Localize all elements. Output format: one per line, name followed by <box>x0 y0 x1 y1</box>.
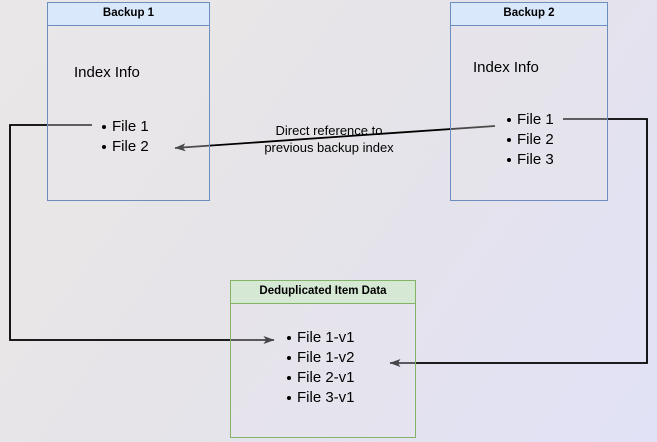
node-deduplicated-item-data-header: Deduplicated Item Data <box>231 281 415 304</box>
list-item: File 3-v1 <box>287 389 355 406</box>
node-backup-2-body: Index Info File 1 File 2 File 3 <box>451 26 607 200</box>
list-item: File 2 <box>507 131 554 148</box>
backup-2-index-info-label: Index Info <box>473 59 539 76</box>
edge-label-direct-reference: Direct reference to previous backup inde… <box>249 122 409 156</box>
edge-label-line-2: previous backup index <box>264 140 394 155</box>
list-item: File 1 <box>507 111 554 128</box>
list-item: File 1 <box>102 118 149 135</box>
dedup-file-list: File 1-v1 File 1-v2 File 2-v1 File 3-v1 <box>283 328 355 408</box>
list-item: File 2-v1 <box>287 369 355 386</box>
node-deduplicated-item-data-body: File 1-v1 File 1-v2 File 2-v1 File 3-v1 <box>231 304 415 437</box>
list-item: File 2 <box>102 138 149 155</box>
backup-2-file-list: File 1 File 2 File 3 <box>503 110 554 170</box>
node-deduplicated-item-data[interactable]: Deduplicated Item Data File 1-v1 File 1-… <box>230 280 416 438</box>
node-backup-2-header: Backup 2 <box>451 3 607 26</box>
node-backup-2[interactable]: Backup 2 Index Info File 1 File 2 File 3 <box>450 2 608 201</box>
list-item: File 1-v2 <box>287 349 355 366</box>
backup-1-index-info-label: Index Info <box>74 64 140 81</box>
node-backup-1-header: Backup 1 <box>48 3 209 26</box>
edge-label-line-1: Direct reference to <box>275 123 383 138</box>
list-item: File 3 <box>507 151 554 168</box>
backup-1-file-list: File 1 File 2 <box>98 117 149 157</box>
node-backup-1[interactable]: Backup 1 Index Info File 1 File 2 <box>47 2 210 201</box>
list-item: File 1-v1 <box>287 329 355 346</box>
node-backup-1-body: Index Info File 1 File 2 <box>48 26 209 200</box>
